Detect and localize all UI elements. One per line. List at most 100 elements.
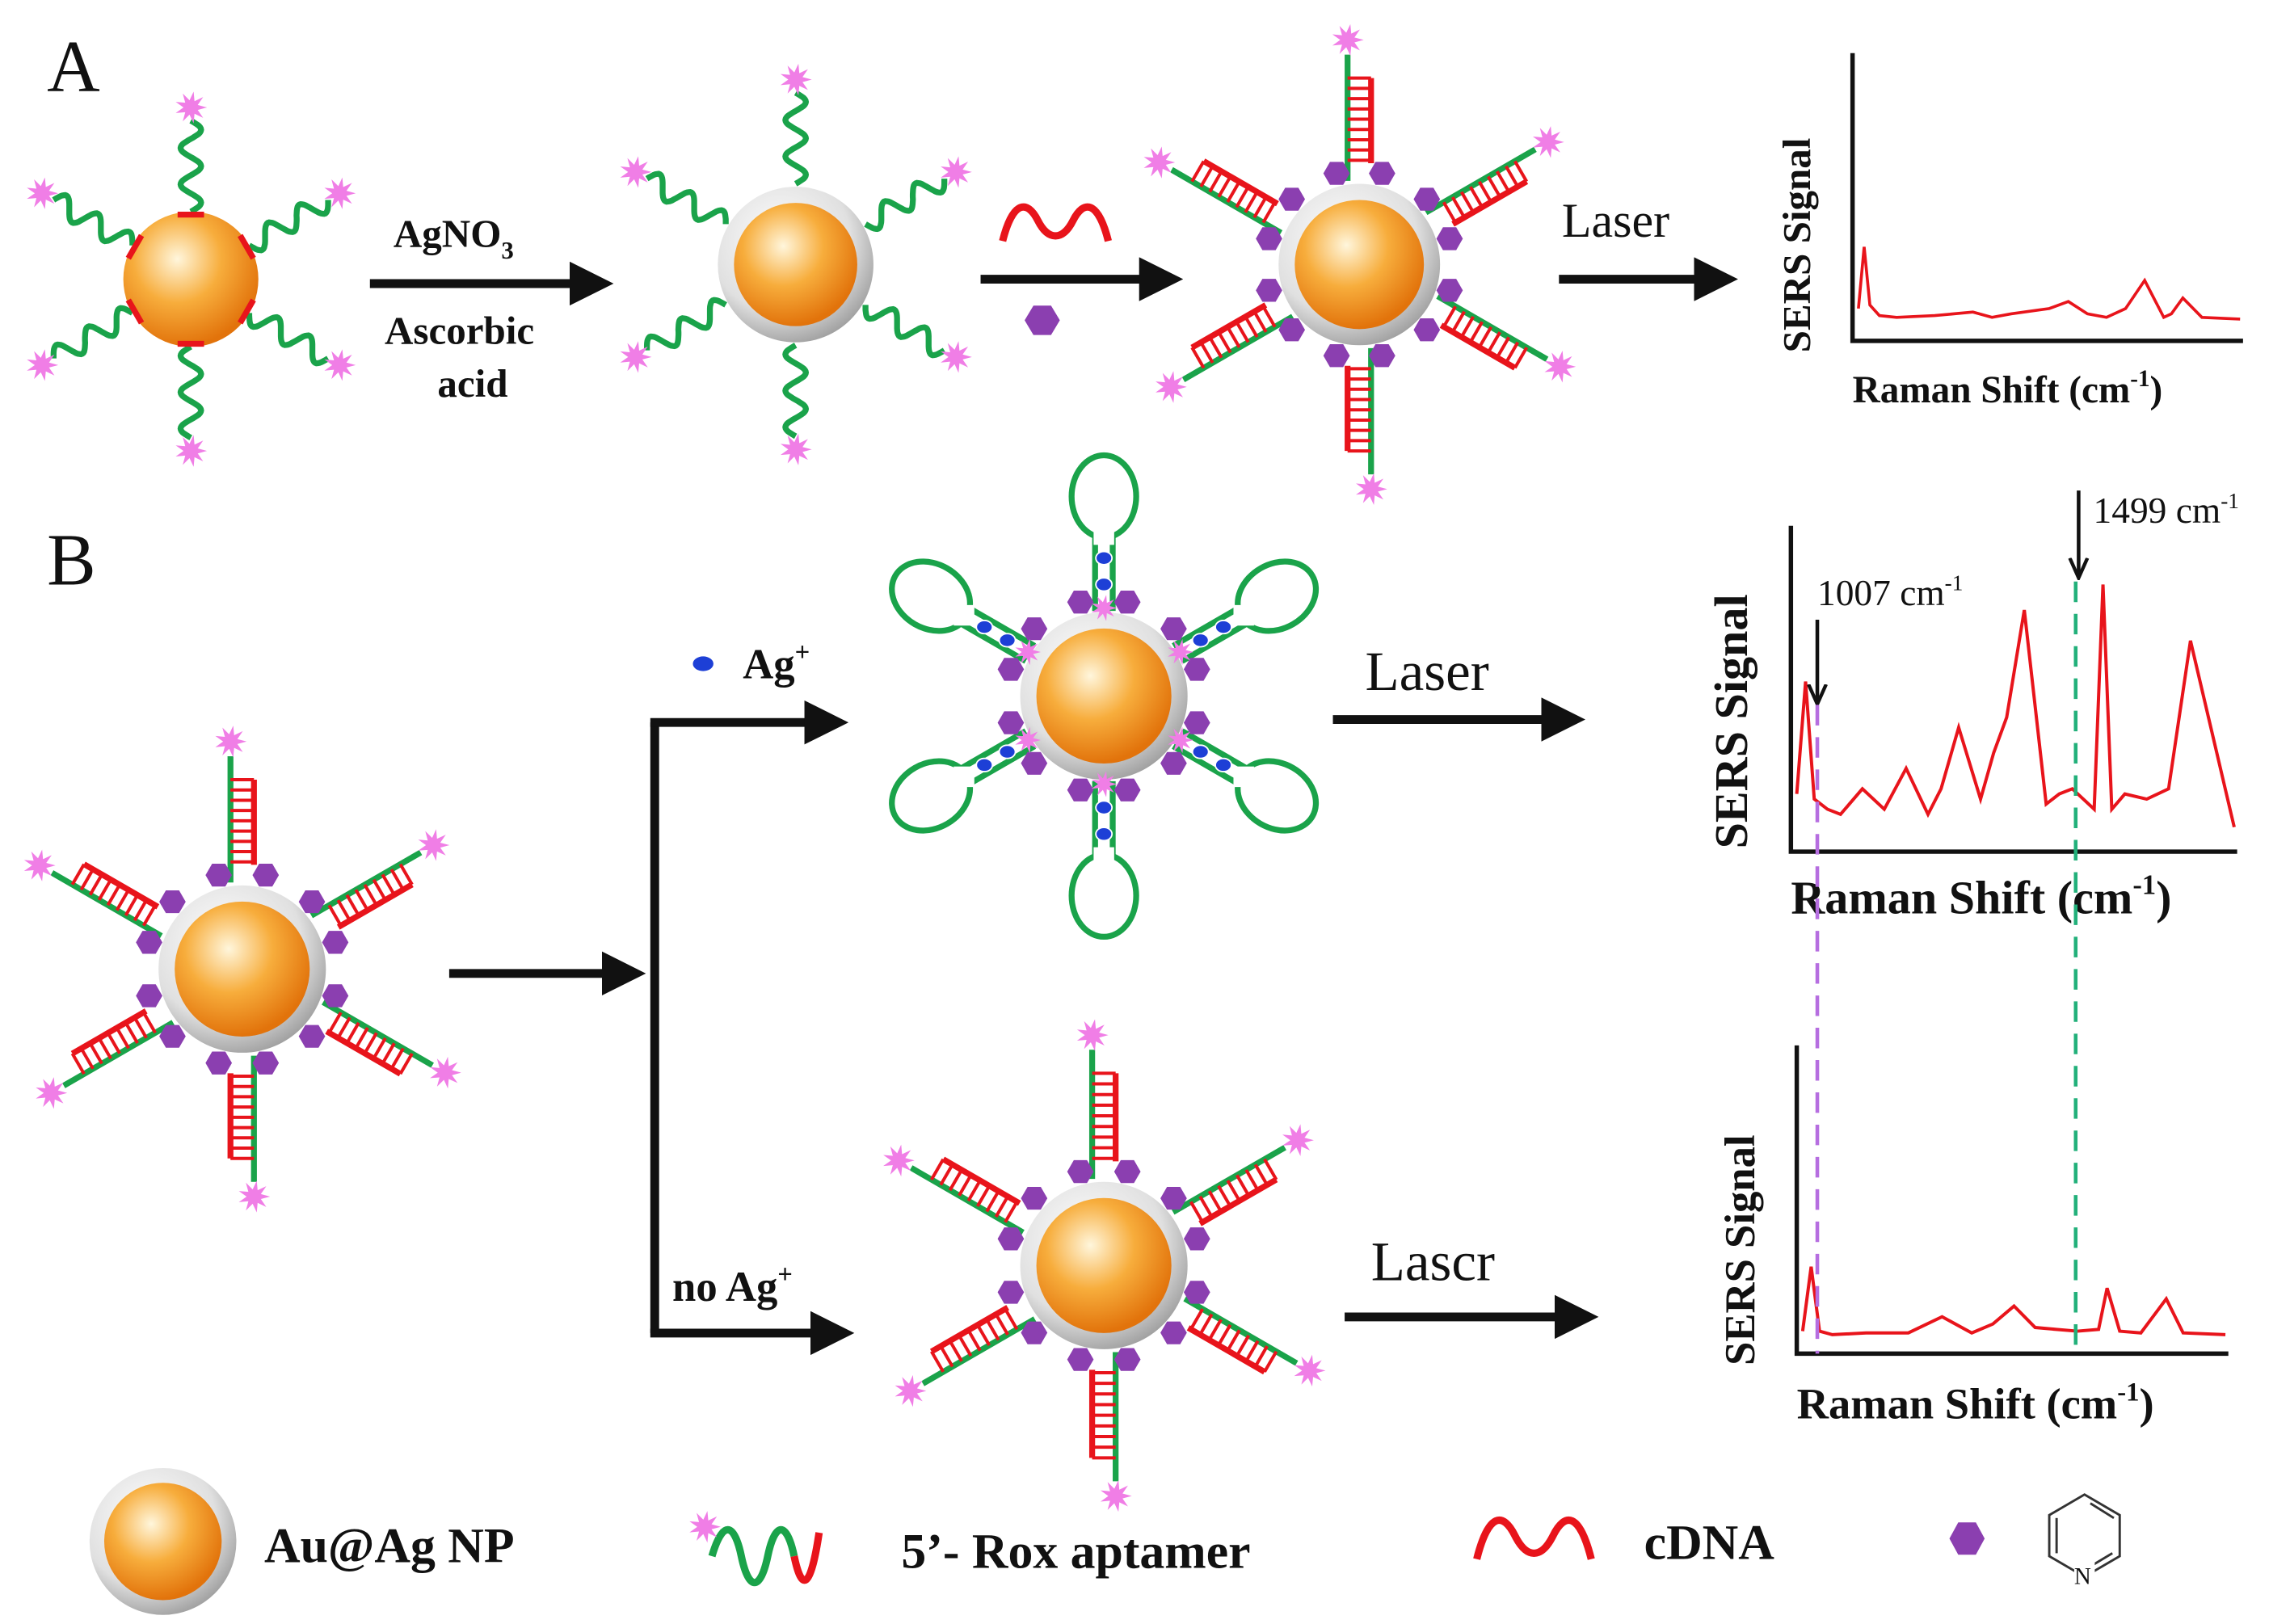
- base-pair: [1477, 180, 1492, 204]
- pyridine-marker: [136, 984, 162, 1008]
- base-pair: [354, 889, 369, 911]
- rox-dye-icon: [1532, 126, 1564, 158]
- rox-dye-icon: [1015, 726, 1042, 754]
- rox-dye-icon: [620, 341, 652, 373]
- base-pair: [1226, 180, 1241, 204]
- base-pair: [381, 1042, 396, 1065]
- base-pair: [1208, 170, 1223, 193]
- loop-gap: [953, 604, 975, 626]
- base-pair: [88, 873, 103, 896]
- base-pair: [1190, 347, 1206, 369]
- base-pair: [1226, 1180, 1241, 1202]
- laser-label-b-top: Laser: [1365, 640, 1488, 702]
- aptamer-strand: [1171, 1145, 1286, 1215]
- base-pair: [948, 1168, 963, 1192]
- pyridine-marker: [136, 931, 162, 954]
- rox-dye-icon: [27, 177, 59, 209]
- legend-cdna-label: cDNA: [1644, 1516, 1775, 1571]
- peak-1499-label: 1499 cm-1: [2094, 489, 2239, 531]
- au-core: [1294, 200, 1425, 330]
- base-pair: [124, 1021, 139, 1044]
- pyridine-marker: [205, 1051, 233, 1075]
- aptamer-strand: [177, 343, 204, 440]
- base-pair: [1253, 1345, 1269, 1368]
- base-pair: [1236, 1174, 1251, 1197]
- pyridine-marker: [1278, 318, 1306, 342]
- cdna-anchor: [125, 234, 145, 260]
- rox-dye-icon: [1091, 771, 1118, 797]
- base-pair: [1513, 347, 1529, 369]
- pyridine-n-label: N: [2074, 1564, 2091, 1590]
- base-pair: [1261, 305, 1277, 328]
- pyridine-marker: [1067, 591, 1094, 614]
- legend-aptamer-cdna-end: [790, 1532, 823, 1584]
- rox-dye-icon: [418, 829, 450, 861]
- aptamer-strand: [645, 170, 729, 225]
- cdna-anchor: [238, 234, 256, 260]
- cdna-anchor: [238, 298, 256, 325]
- base-pair: [930, 1350, 945, 1373]
- base-pair: [1199, 341, 1214, 364]
- rox-dye-icon: [23, 849, 56, 881]
- legend-np-label: Au@Ag NP: [264, 1518, 515, 1573]
- ag-ion-bridge: [1214, 620, 1232, 635]
- pyridine-marker: [1183, 1227, 1210, 1251]
- base-pair: [1244, 191, 1259, 213]
- base-pair: [389, 868, 405, 891]
- rox-dye-icon: [238, 1180, 271, 1213]
- base-pair: [345, 894, 360, 916]
- reagent-agno3: AgNO3: [394, 212, 514, 265]
- pyridine-marker: [1160, 1321, 1187, 1344]
- base-pair: [97, 878, 112, 901]
- pyridine-marker: [997, 1281, 1025, 1304]
- base-pair: [1496, 336, 1511, 359]
- loop-gap: [1233, 604, 1254, 626]
- base-pair: [1207, 1190, 1223, 1213]
- base-pair: [1450, 196, 1466, 219]
- base-pair: [994, 1195, 1009, 1218]
- rox-dye-icon: [1356, 473, 1387, 505]
- base-pair: [1189, 1201, 1204, 1223]
- spectrum-trace-b-no-ag: [1800, 1266, 2226, 1336]
- aptamer-stem: [1172, 743, 1241, 787]
- aptamer-strand: [864, 179, 948, 233]
- base-pair: [976, 1184, 991, 1207]
- aptamer-stem: [966, 743, 1037, 787]
- pyridine-marker: [1113, 778, 1141, 801]
- base-pair: [1487, 331, 1501, 354]
- base-pair: [939, 1163, 954, 1186]
- base-pair: [398, 1052, 414, 1075]
- base-pair: [70, 863, 86, 886]
- base-pair: [363, 1032, 378, 1054]
- loop-gap: [1093, 847, 1114, 869]
- aptamer-strand: [782, 343, 810, 440]
- aptamer-strand: [643, 297, 727, 351]
- rox-dye-icon: [1015, 638, 1042, 666]
- ag-ion-marker: [692, 656, 714, 671]
- cdna-strand: [929, 1305, 1009, 1354]
- pyridine-marker-a: [1025, 305, 1060, 335]
- ag-ion-bridge: [975, 757, 994, 772]
- rox-dye-icon: [941, 156, 972, 188]
- base-pair: [1244, 316, 1259, 339]
- base-pair: [1252, 310, 1268, 333]
- ylabel-b-bottom: SERS Signal: [1717, 1134, 1764, 1365]
- base-pair: [1468, 186, 1484, 208]
- base-pair: [381, 873, 396, 896]
- ag-ion-bridge: [1214, 757, 1232, 772]
- legend: Au@Ag NP 5’- Rox aptamer cDNA N: [89, 1468, 2121, 1615]
- base-pair: [966, 1180, 982, 1202]
- pyridine-marker: [159, 890, 186, 914]
- ag-ion-bridge: [1095, 800, 1113, 815]
- au-core: [175, 901, 310, 1037]
- base-pair: [1244, 1340, 1260, 1362]
- xlabel-b-bottom: Raman Shift (cm-1): [1797, 1378, 2154, 1428]
- rox-dye-icon: [36, 1077, 68, 1109]
- pyridine-marker: [1113, 1159, 1141, 1184]
- base-pair: [1235, 321, 1250, 343]
- ag-ion-bridge: [998, 633, 1017, 648]
- base-pair: [1199, 165, 1214, 187]
- rox-dye-icon: [27, 349, 59, 381]
- pyridine-marker: [1160, 1186, 1187, 1210]
- aptamer-strand: [52, 191, 136, 246]
